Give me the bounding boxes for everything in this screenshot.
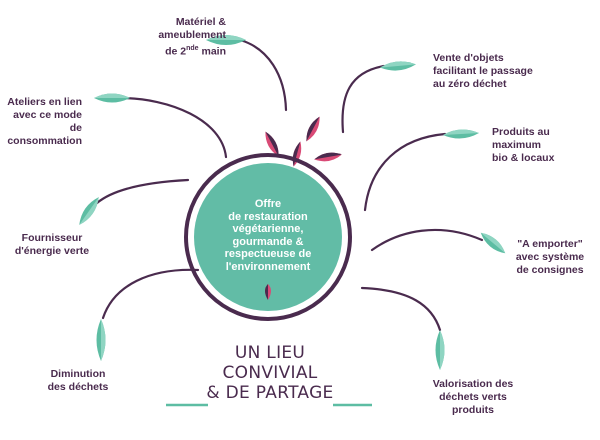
tagline: UN LIEU CONVIVIAL & DE PARTAGE	[206, 343, 334, 403]
leaf-vente	[380, 61, 416, 71]
leaf-ateliers	[94, 93, 130, 103]
leaf-diminution	[96, 319, 106, 361]
center-offer-text: Offre de restauration végétarienne, gour…	[224, 198, 312, 273]
branch-ateliers	[118, 96, 228, 159]
label-ateliers: Ateliers en lien avec ce mode de consomm…	[7, 96, 82, 147]
label-emporter: "A emporter" avec système de consignes	[515, 238, 585, 276]
label-valorisation: Valorisation des déchets verts produits	[432, 378, 514, 416]
label-materiel: Matériel & ameublement de 2nde main	[158, 16, 226, 58]
leaf-logo-icon	[265, 284, 271, 300]
label-produits: Produits au maximum bio & locaux	[492, 126, 555, 164]
branch-materiel	[238, 38, 288, 112]
branch-vente	[341, 64, 386, 134]
sprout-petals	[265, 116, 342, 167]
branch-valorisation	[360, 286, 442, 332]
branch-fournisseur	[95, 178, 190, 205]
center-ring	[184, 153, 352, 321]
leaf-valorisation	[435, 330, 445, 370]
label-fournisseur: Fournisseur d'énergie verte	[14, 232, 90, 257]
leaf-materiel	[206, 35, 246, 45]
leaf-fournisseur	[79, 197, 99, 225]
leaf-emporter	[480, 232, 506, 254]
branch-emporter	[370, 228, 484, 252]
center-disc	[194, 163, 342, 311]
label-diminution: Diminution des déchets	[47, 368, 109, 393]
branch-diminution	[101, 268, 200, 320]
branch-produits	[363, 132, 447, 212]
label-vente: Vente d'objets facilitant le passage au …	[433, 52, 533, 90]
leaf-produits	[443, 129, 479, 139]
